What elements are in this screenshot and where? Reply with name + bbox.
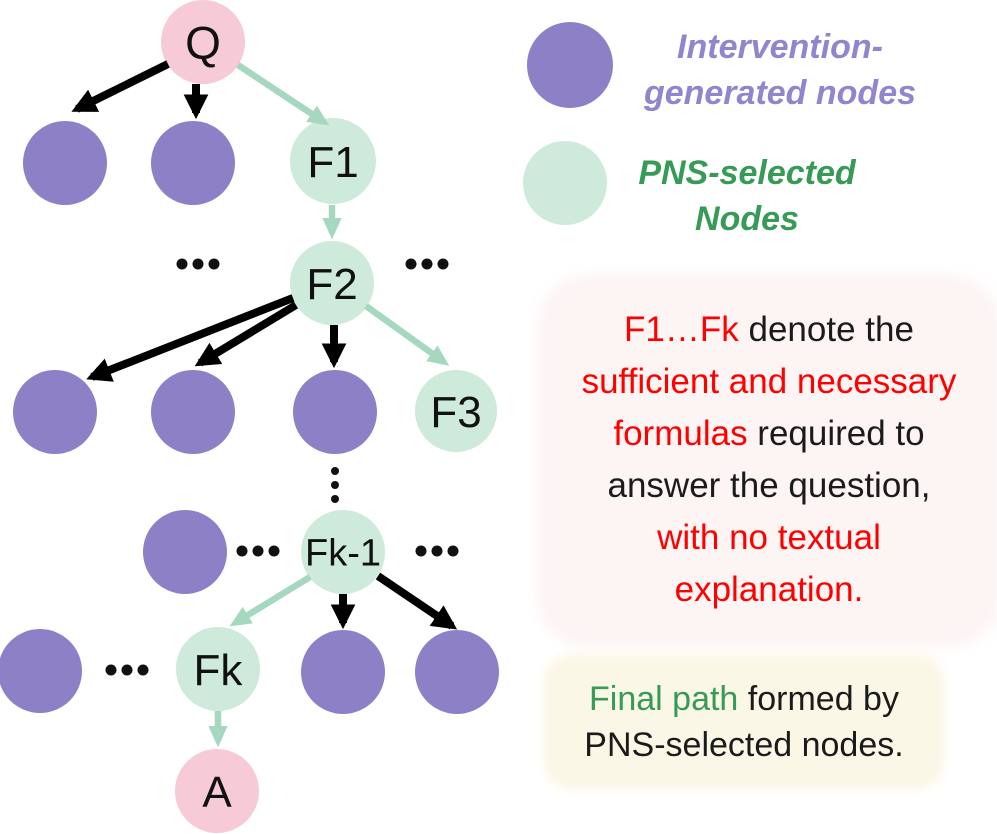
note-line: explanation.	[547, 564, 991, 616]
note-line: F1…Fk denote the	[547, 304, 991, 356]
node-u6	[143, 510, 227, 594]
legend-swatch-intervention-icon	[527, 22, 613, 108]
note-segment: PNS-selected nodes.	[584, 726, 904, 764]
node-label-F2: F2	[306, 260, 357, 309]
legend-swatch-pns-icon	[523, 141, 607, 225]
node-Q	[161, 0, 245, 84]
legend-label-pns-selected: PNS-selected Nodes	[638, 154, 856, 238]
node-u2	[151, 121, 235, 205]
note-line: with no textual	[547, 512, 991, 564]
node-Fk1	[301, 510, 385, 594]
note-line: sufficient and necessary	[547, 356, 991, 408]
node-u4	[151, 370, 235, 454]
final-path-note-text: Final path formed by PNS-selected nodes.	[551, 676, 937, 768]
edge-Q-u1	[71, 60, 170, 113]
ellipsis-dot	[121, 664, 133, 676]
note-line: Final path formed by	[551, 676, 937, 722]
node-F2	[290, 241, 374, 325]
ellipsis-dot	[331, 495, 339, 503]
ellipsis-dot	[437, 258, 449, 270]
note-segment: formed by	[747, 680, 899, 718]
note-segment: denote the	[748, 310, 914, 349]
node-u5	[293, 370, 377, 454]
formula-note-text: F1…Fk denote the sufficient and necessary…	[547, 304, 991, 616]
node-u8	[301, 630, 385, 714]
note-segment: F1…Fk	[624, 310, 749, 349]
ellipsis-dots-v-3	[331, 467, 339, 503]
note-segment: formulas	[613, 414, 758, 453]
edge-layer	[71, 60, 458, 748]
node-label-A: A	[202, 768, 232, 817]
note-segment: required to	[757, 414, 925, 453]
note-segment: with no textual	[657, 518, 881, 557]
node-F1	[290, 118, 376, 204]
node-label-Q: Q	[185, 17, 221, 69]
node-u9	[415, 630, 499, 714]
ellipsis-dots-h-4	[236, 545, 280, 557]
formula-note-box: F1…Fk denote the sufficient and necessary…	[547, 284, 991, 638]
ellipsis-dot	[105, 664, 117, 676]
note-segment: Final path	[589, 680, 748, 718]
ellipsis-dot	[176, 258, 188, 270]
edge-Q-F1	[236, 62, 330, 126]
ellipsis-dot	[236, 545, 248, 557]
node-Fk	[176, 627, 260, 711]
ellipsis-dot	[431, 545, 443, 557]
ellipsis-dots-h-1	[176, 258, 220, 270]
node-F3	[415, 370, 497, 452]
legend-label-intervention-generated: Intervention- generated nodes	[643, 28, 917, 112]
note-segment: answer the question,	[607, 466, 931, 505]
ellipsis-dot	[447, 545, 459, 557]
node-A	[175, 749, 259, 833]
note-line: answer the question,	[547, 460, 991, 512]
note-line: formulas required to	[547, 408, 991, 460]
ellipsis-dots-h-2	[405, 258, 449, 270]
edge-F2-u4	[194, 301, 299, 367]
ellipsis-dot	[208, 258, 220, 270]
ellipsis-dot	[252, 545, 264, 557]
ellipsis-dot	[268, 545, 280, 557]
note-line: PNS-selected nodes.	[551, 722, 937, 768]
ellipsis-dot	[331, 467, 339, 475]
node-label-F3: F3	[430, 388, 481, 437]
ellipsis-dot	[421, 258, 433, 270]
edge-F2-u3	[86, 294, 295, 382]
ellipsis-dots-h-5	[415, 545, 459, 557]
ellipsis-dot	[192, 258, 204, 270]
note-segment: sufficient and necessary	[581, 362, 957, 401]
edge-Fk1-u9	[375, 572, 458, 630]
ellipsis-dot	[137, 664, 149, 676]
node-label-Fk: Fk	[194, 646, 244, 695]
note-segment: explanation.	[674, 570, 864, 609]
ellipsis-dots-h-6	[105, 664, 149, 676]
node-u3	[13, 370, 97, 454]
node-u1	[23, 121, 107, 205]
edge-Fk1-Fk	[229, 574, 312, 627]
node-label-Fk1: Fk-1	[305, 533, 381, 575]
ellipsis-dot	[415, 545, 427, 557]
ellipsis-dot	[331, 481, 339, 489]
dots-layer	[105, 258, 459, 676]
ellipsis-dot	[405, 258, 417, 270]
node-layer	[0, 0, 499, 833]
node-u7	[0, 629, 82, 713]
edge-F2-F3	[364, 303, 450, 366]
final-path-note-box: Final path formed by PNS-selected nodes.	[551, 662, 937, 782]
node-label-F1: F1	[307, 138, 358, 187]
